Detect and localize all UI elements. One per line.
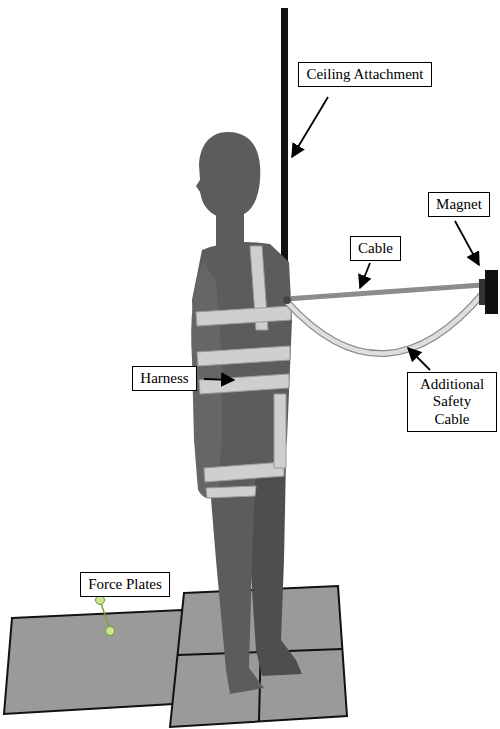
leader-arrows: [204, 97, 479, 380]
label-box: Force Plates: [80, 572, 170, 597]
cable: [286, 285, 482, 299]
label-text: Magnet: [435, 196, 483, 213]
harness-strap: [196, 306, 291, 326]
harness-strap: [274, 394, 286, 468]
magnet: [485, 270, 498, 314]
label-text: Harness: [139, 370, 190, 387]
leader-arrow: [360, 263, 370, 288]
label-text: Cable: [357, 240, 394, 257]
force-plates: [4, 586, 347, 727]
leader-arrow: [408, 348, 430, 370]
magnet-plate: [479, 279, 485, 305]
leader-dot: [106, 627, 115, 636]
harness: [196, 246, 291, 498]
additional-safety-cable: [287, 292, 484, 354]
harness-strap: [197, 346, 290, 366]
head: [196, 132, 260, 218]
force-plate-leader: [96, 596, 115, 636]
harness-strap: [199, 374, 289, 394]
leader-arrow: [204, 379, 234, 380]
safety-cable-outline: [287, 292, 484, 354]
label-box: Magnet: [428, 192, 490, 217]
force-plate: [4, 610, 190, 714]
label-box: Additional Safety Cable: [407, 372, 497, 432]
leader-arrow: [292, 97, 328, 157]
leader-arrow: [455, 221, 479, 265]
label-text: Additional Safety Cable: [414, 376, 490, 428]
label-box: Harness: [132, 366, 197, 391]
label-text: Ceiling Attachment: [305, 66, 425, 83]
label-box: Ceiling Attachment: [298, 62, 432, 87]
harness-leg-loop: [204, 462, 284, 482]
label-text: Force Plates: [87, 576, 163, 593]
attachment-point: [283, 296, 291, 304]
person-silhouette: [191, 132, 302, 694]
harness-leg-loop: [206, 486, 256, 498]
label-box: Cable: [350, 236, 401, 261]
